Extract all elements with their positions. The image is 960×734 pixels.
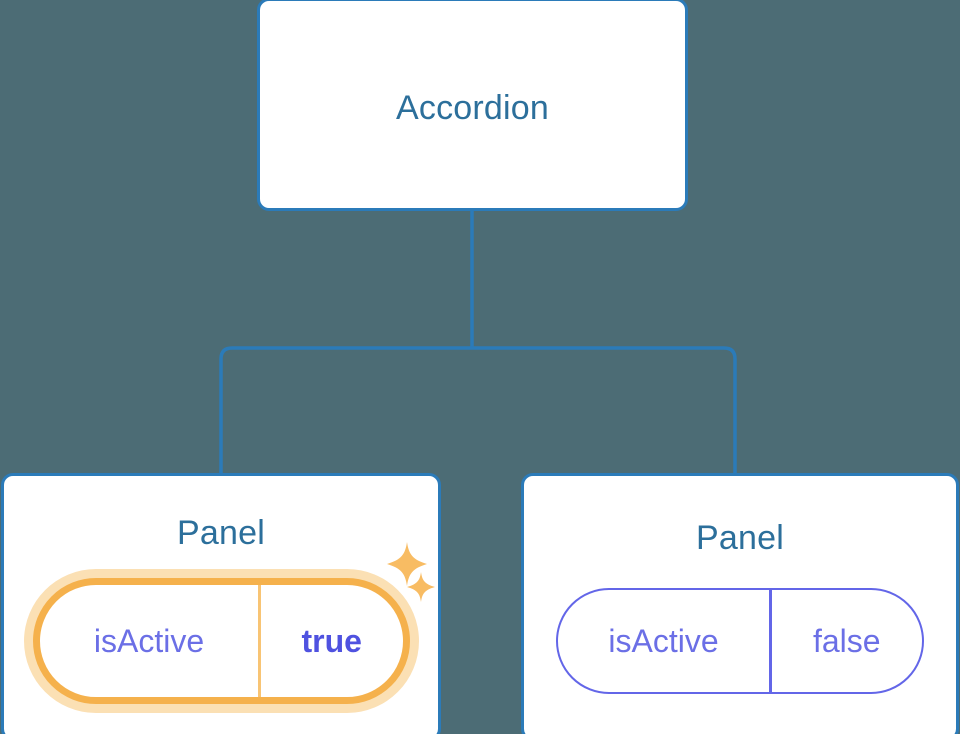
node-panel-right-title: Panel <box>696 519 784 557</box>
prop-key-cell: isActive <box>558 590 769 692</box>
prop-value-label: false <box>812 622 881 659</box>
prop-key-cell: isActive <box>40 585 258 697</box>
edge-root-to-panel-right <box>472 346 737 474</box>
prop-divider <box>258 585 261 697</box>
prop-key-label: isActive <box>93 622 205 659</box>
prop-divider <box>769 590 772 692</box>
node-accordion[interactable] <box>257 0 688 211</box>
node-accordion-title: Accordion <box>396 89 549 127</box>
node-panel-left-title: Panel <box>177 514 265 552</box>
prop-key-label: isActive <box>608 622 719 659</box>
prop-pill-isactive-false[interactable]: isActive false <box>556 588 924 694</box>
prop-value-cell: false <box>772 590 923 692</box>
edge-root-to-panel-left <box>219 346 472 474</box>
prop-value-label: true <box>301 622 362 659</box>
prop-value-cell: true <box>261 585 404 697</box>
sparkle-icon <box>407 572 435 602</box>
sparkle-icon <box>387 542 427 586</box>
prop-pill-isactive-true[interactable]: isActive true <box>33 578 410 704</box>
